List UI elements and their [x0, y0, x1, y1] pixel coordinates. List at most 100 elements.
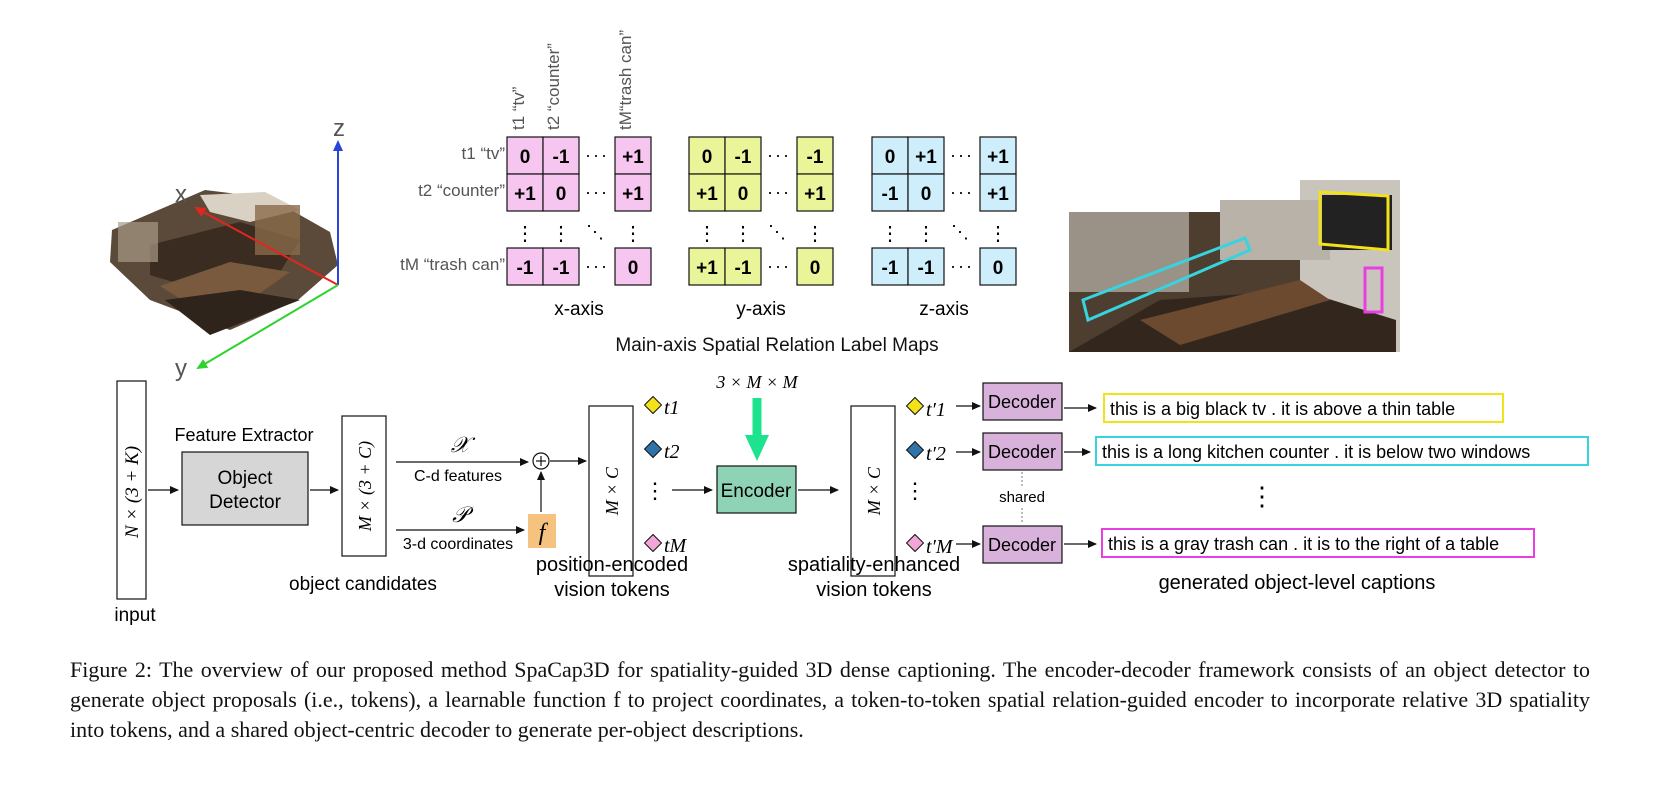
shared-label: shared: [999, 489, 1045, 506]
map-value-y-axis-0-2: -1: [807, 147, 824, 168]
token-tmp-marker: [905, 533, 925, 553]
map-cell-y-axis-2-2: [796, 247, 834, 286]
map-hdots: ···: [950, 182, 974, 202]
map-vdots: ⋮: [805, 223, 825, 245]
caption-text-tv: this is a big black tv . it is above a t…: [1110, 399, 1455, 419]
map-cell-z-axis-2-2: [979, 247, 1017, 286]
overview-diagram: z x y t1 “tv” t2 “counter” tM“trash can”…: [110, 30, 1589, 626]
encoder-label: Encoder: [721, 481, 792, 502]
map-vdots: ⋮: [697, 223, 717, 245]
feature-extractor-label: Feature Extractor: [174, 425, 313, 445]
token-t2-label: t2: [664, 441, 680, 463]
row-header-t2: t2 “counter”: [418, 181, 505, 200]
map-value-x-axis-0-0: 0: [520, 147, 531, 168]
token-t1-label: t1: [664, 397, 680, 419]
map-vdots: ⋮: [880, 223, 900, 245]
figure-caption: Figure 2: The overview of our proposed m…: [70, 655, 1590, 745]
token-tmp-label: t′M: [926, 536, 954, 558]
map-value-z-axis-2-1: -1: [918, 258, 935, 279]
scene-result-image: [1069, 180, 1400, 352]
map-axis-label-z-axis: z-axis: [919, 299, 969, 320]
caption-box-tv: [1103, 393, 1504, 423]
label-maps-title: Main-axis Spatial Relation Label Maps: [615, 335, 938, 356]
map-cell-z-axis-1-0: [871, 173, 909, 212]
map-cell-y-axis-0-2: [796, 136, 834, 175]
map-value-y-axis-0-1: -1: [735, 147, 752, 168]
map-hdots: ···: [767, 256, 791, 276]
map-hdots: ···: [767, 182, 791, 202]
detector-label-2: Detector: [209, 492, 281, 513]
se-tokens-box: [850, 405, 896, 577]
map-value-y-axis-2-2: 0: [810, 258, 821, 279]
map-value-x-axis-0-2: +1: [622, 147, 644, 168]
map-hdots: ···: [585, 256, 609, 276]
map-value-y-axis-1-0: +1: [696, 184, 718, 205]
decoder-label-2: Decoder: [988, 442, 1056, 462]
pe-tokens-dim: M × C: [602, 466, 622, 516]
token-t1-marker: [643, 395, 663, 415]
map-ddots: ⋱: [951, 222, 969, 242]
candidates-dim: M × (3 + C): [355, 441, 376, 532]
candidates-tensor-box: [341, 415, 387, 557]
detector-label-1: Object: [218, 468, 274, 489]
map-hdots: ···: [767, 145, 791, 165]
map-cell-x-axis-0-2: [614, 136, 652, 175]
label-maps: t1 “tv” t2 “counter” tM“trash can” t1 “t…: [400, 30, 1017, 356]
se-label-1: spatiality-enhanced: [788, 554, 960, 576]
map-cell-z-axis-0-2: [979, 136, 1017, 175]
map-value-y-axis-1-1: 0: [738, 184, 749, 205]
token-t2-marker: [643, 439, 663, 459]
caption-box-trash-can: [1101, 528, 1535, 558]
z-axis-label: z: [333, 115, 345, 142]
map-value-y-axis-1-2: +1: [804, 184, 826, 205]
row-header-t1: t1 “tv”: [462, 144, 506, 163]
token-t1p-marker: [905, 396, 925, 416]
map-cell-y-axis-1-2: [796, 173, 834, 212]
captions-title: generated object-level captions: [1159, 572, 1436, 594]
f-label: f: [539, 520, 549, 546]
map-value-x-axis-1-1: 0: [556, 184, 567, 205]
decoder-box-1: [982, 382, 1063, 421]
map-value-y-axis-2-0: +1: [696, 258, 718, 279]
features-label: C-d features: [414, 468, 502, 485]
map-value-y-axis-0-0: 0: [702, 147, 713, 168]
row-header-tm: tM “trash can”: [400, 255, 505, 274]
map-vdots: ⋮: [623, 223, 643, 245]
x-axis-arrow: [194, 207, 339, 286]
map-hdots: ···: [585, 145, 609, 165]
map-cell-y-axis-2-1: [724, 247, 762, 286]
y-axis-arrow: [196, 284, 339, 370]
map-hdots: ···: [585, 182, 609, 202]
map-ddots: ⋱: [586, 222, 604, 242]
decoder-label-1: Decoder: [988, 392, 1056, 412]
se-tokens-dim: M × C: [864, 466, 884, 516]
col-header-t1: t1 “tv”: [509, 86, 528, 130]
map-hdots: ···: [950, 256, 974, 276]
map-value-y-axis-2-1: -1: [735, 258, 752, 279]
input-tensor-box: [116, 380, 147, 600]
map-vdots: ⋮: [988, 223, 1008, 245]
coords-symbol: 𝒫: [452, 502, 474, 527]
map-vdots: ⋮: [515, 223, 535, 245]
se-label-2: vision tokens: [816, 579, 932, 601]
map-value-x-axis-1-2: +1: [622, 184, 644, 205]
map-value-z-axis-1-0: -1: [882, 184, 899, 205]
col-header-tm: tM“trash can”: [616, 30, 635, 130]
map-value-x-axis-2-0: -1: [517, 258, 534, 279]
token-t1p-label: t′1: [926, 399, 946, 421]
object-detector-box: [181, 451, 309, 526]
token-t2p-label: t′2: [926, 443, 946, 465]
map-cell-x-axis-2-0: [506, 247, 544, 286]
token-t2p-marker: [905, 440, 925, 460]
token-ellipsis: ⋮: [644, 478, 666, 503]
map-value-z-axis-0-1: +1: [915, 147, 937, 168]
map-cell-y-axis-1-1: [724, 173, 762, 212]
pe-label-2: vision tokens: [554, 579, 670, 601]
caption-ellipsis: ⋮: [1249, 481, 1275, 511]
scene-axes: z x y: [175, 115, 345, 382]
enhanced-token-ellipsis: ⋮: [904, 478, 926, 503]
pe-tokens-box: [588, 405, 634, 577]
map-value-x-axis-0-1: -1: [553, 147, 570, 168]
